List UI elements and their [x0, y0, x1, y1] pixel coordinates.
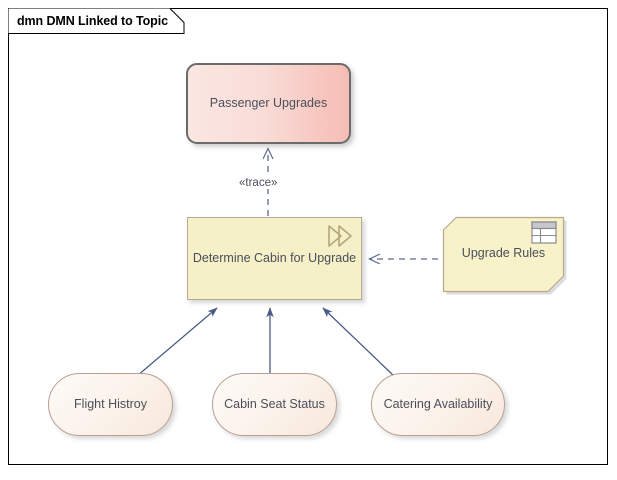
node-cabin-seat-status[interactable]: Cabin Seat Status: [212, 373, 337, 436]
node-determine-cabin-label: Determine Cabin for Upgrade: [192, 251, 357, 265]
node-cabin-seat-status-label: Cabin Seat Status: [224, 397, 325, 411]
table-icon: [531, 221, 557, 244]
upgrade-rules-label-wrap: Upgrade Rules: [440, 214, 567, 293]
frame-title-label: dmn DMN Linked to Topic: [17, 14, 168, 28]
node-upgrade-rules-label: Upgrade Rules: [461, 246, 546, 260]
node-flight-history[interactable]: Flight Histroy: [48, 373, 173, 436]
frame-tab-body: dmn DMN Linked to Topic: [8, 8, 198, 34]
node-passenger-upgrades-label: Passenger Upgrades: [209, 96, 328, 110]
node-determine-cabin[interactable]: Determine Cabin for Upgrade: [187, 217, 362, 300]
double-chevron-icon: [328, 225, 352, 247]
node-catering-availability-label: Catering Availability: [383, 397, 493, 411]
node-flight-history-label: Flight Histroy: [74, 397, 147, 411]
node-passenger-upgrades[interactable]: Passenger Upgrades: [186, 63, 351, 144]
node-upgrade-rules[interactable]: Upgrade Rules: [440, 214, 567, 295]
node-catering-availability[interactable]: Catering Availability: [371, 373, 505, 436]
frame-tab-outline: [8, 8, 185, 34]
trace-stereotype-label: «trace»: [237, 177, 280, 189]
